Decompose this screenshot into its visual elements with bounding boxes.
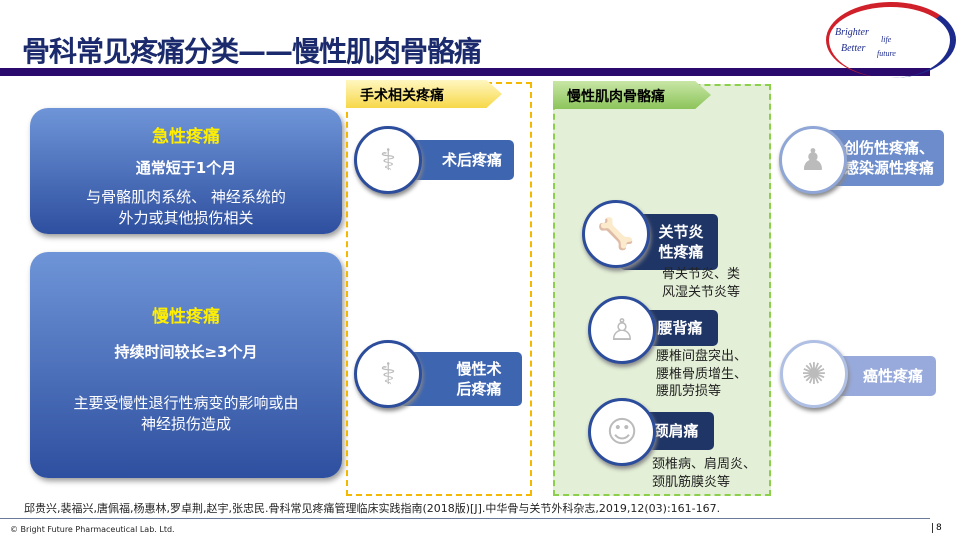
chronic-duration: 持续时间较长≥3个月 <box>114 343 258 361</box>
chronic-heading: 慢性疼痛 <box>152 307 220 327</box>
label-line: 感染源性疼痛 <box>843 159 934 177</box>
surgery-icon: ⚕ <box>354 340 422 408</box>
acute-duration: 通常短于1个月 <box>135 159 237 177</box>
title-underline <box>0 68 930 76</box>
knee-joint-icon: 🦴 <box>582 200 650 268</box>
page-number: 8 <box>932 523 942 533</box>
arthritis-desc: 骨关节炎、类风湿关节炎等 <box>662 266 740 301</box>
virus-icon: ✺ <box>780 340 848 408</box>
desc-line: 颈椎病、肩周炎、 <box>652 457 757 472</box>
acute-pain-card: 急性疼痛 通常短于1个月 与骨骼肌肉系统、 神经系统的 外力或其他损伤相关 <box>30 108 342 234</box>
label-line: 慢性术 <box>456 359 502 378</box>
head-neck-icon: ☺ <box>588 398 656 466</box>
desc-line: 腰肌劳损等 <box>656 384 722 400</box>
label-line: 后疼痛 <box>456 380 502 398</box>
logo-text: future <box>877 49 896 58</box>
logo-text: Brighter <box>835 27 869 38</box>
logo-text: life <box>881 35 892 44</box>
surgery-icon: ⚕ <box>354 126 422 194</box>
chronic-pain-card: 慢性疼痛 持续时间较长≥3个月 主要受慢性退行性病变的影响或由 神经损伤造成 <box>30 252 342 478</box>
copyright: © Bright Future Pharmaceutical Lab. Ltd. <box>10 525 175 534</box>
back-pain-desc: 腰椎间盘突出、腰椎骨质增生、腰肌劳损等 <box>656 348 747 401</box>
desc-line: 腰椎间盘突出、 <box>656 349 748 364</box>
desc-line: 风湿关节炎等 <box>662 284 741 300</box>
desc-line: 骨关节炎、类 <box>662 267 741 282</box>
label-line: 性疼痛 <box>658 243 704 261</box>
reference-citation: 邱贵兴,裴福兴,唐佩福,杨惠林,罗卓荆,赵宇,张忠民.骨科常见疼痛管理临床实践指… <box>24 502 721 515</box>
company-logo: Brighter life Better future <box>826 2 956 78</box>
label-line: 关节炎 <box>658 222 704 241</box>
desc-line: 腰椎骨质增生、 <box>656 366 748 382</box>
logo-text: Better <box>841 43 866 54</box>
back-icon: ♙ <box>588 296 656 364</box>
injured-person-icon: ♟ <box>779 126 847 194</box>
surgery-tag: 手术相关疼痛 <box>346 80 502 108</box>
label-line: 创伤性疼痛、 <box>843 138 934 157</box>
footer-divider <box>0 518 930 519</box>
acute-heading: 急性疼痛 <box>152 127 220 147</box>
neck-pain-desc: 颈椎病、肩周炎、颈肌筋膜炎等 <box>652 456 756 491</box>
acute-desc: 外力或其他损伤相关 <box>118 209 254 227</box>
chronic-desc: 神经损伤造成 <box>140 415 231 433</box>
desc-line: 颈肌筋膜炎等 <box>652 474 731 490</box>
page-title: 骨科常见疼痛分类——慢性肌肉骨骼痛 <box>22 35 482 68</box>
chronic-desc: 主要受慢性退行性病变的影响或由 <box>73 394 299 412</box>
msk-tag: 慢性肌肉骨骼痛 <box>553 81 711 109</box>
acute-desc: 与骨骼肌肉系统、 神经系统的 <box>86 188 286 206</box>
